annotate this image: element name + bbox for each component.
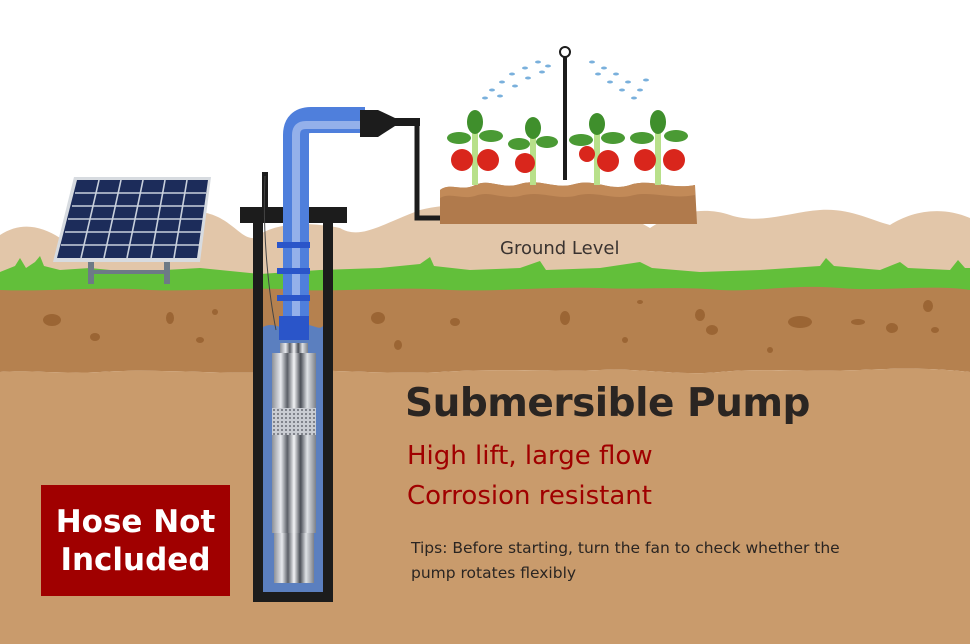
feature-corrosion-resistant: Corrosion resistant [407,481,652,511]
grass-strip [0,256,970,291]
tomato-plants [447,110,688,185]
badge-text: Hose Not Included [56,503,216,579]
topsoil-layer [0,282,970,374]
soil-pebbles [43,300,939,353]
badge-line-2: Included [60,541,211,578]
solar-panel [53,177,211,284]
submersible-pump [272,343,316,583]
power-cable [263,175,277,331]
tomato-plant [630,110,688,185]
ground-level-label: Ground Level [500,238,620,259]
usage-tip: Tips: Before starting, turn the fan to c… [411,539,840,582]
sand-layer [0,368,970,644]
tomato-plant [447,110,503,185]
product-title: Submersible Pump [405,381,810,426]
water-spray [482,60,649,100]
raised-garden-bed [440,182,697,224]
background-hills [0,204,970,290]
sprinkler [482,46,649,180]
hose-nozzle [360,110,440,221]
badge-line-1: Hose Not [55,503,216,540]
water-pipe [277,107,365,340]
tomato-plant [508,117,558,185]
hose-not-included-badge: Hose Not Included [41,485,230,596]
feature-high-lift: High lift, large flow [407,441,653,471]
tomato-plant [569,113,625,185]
